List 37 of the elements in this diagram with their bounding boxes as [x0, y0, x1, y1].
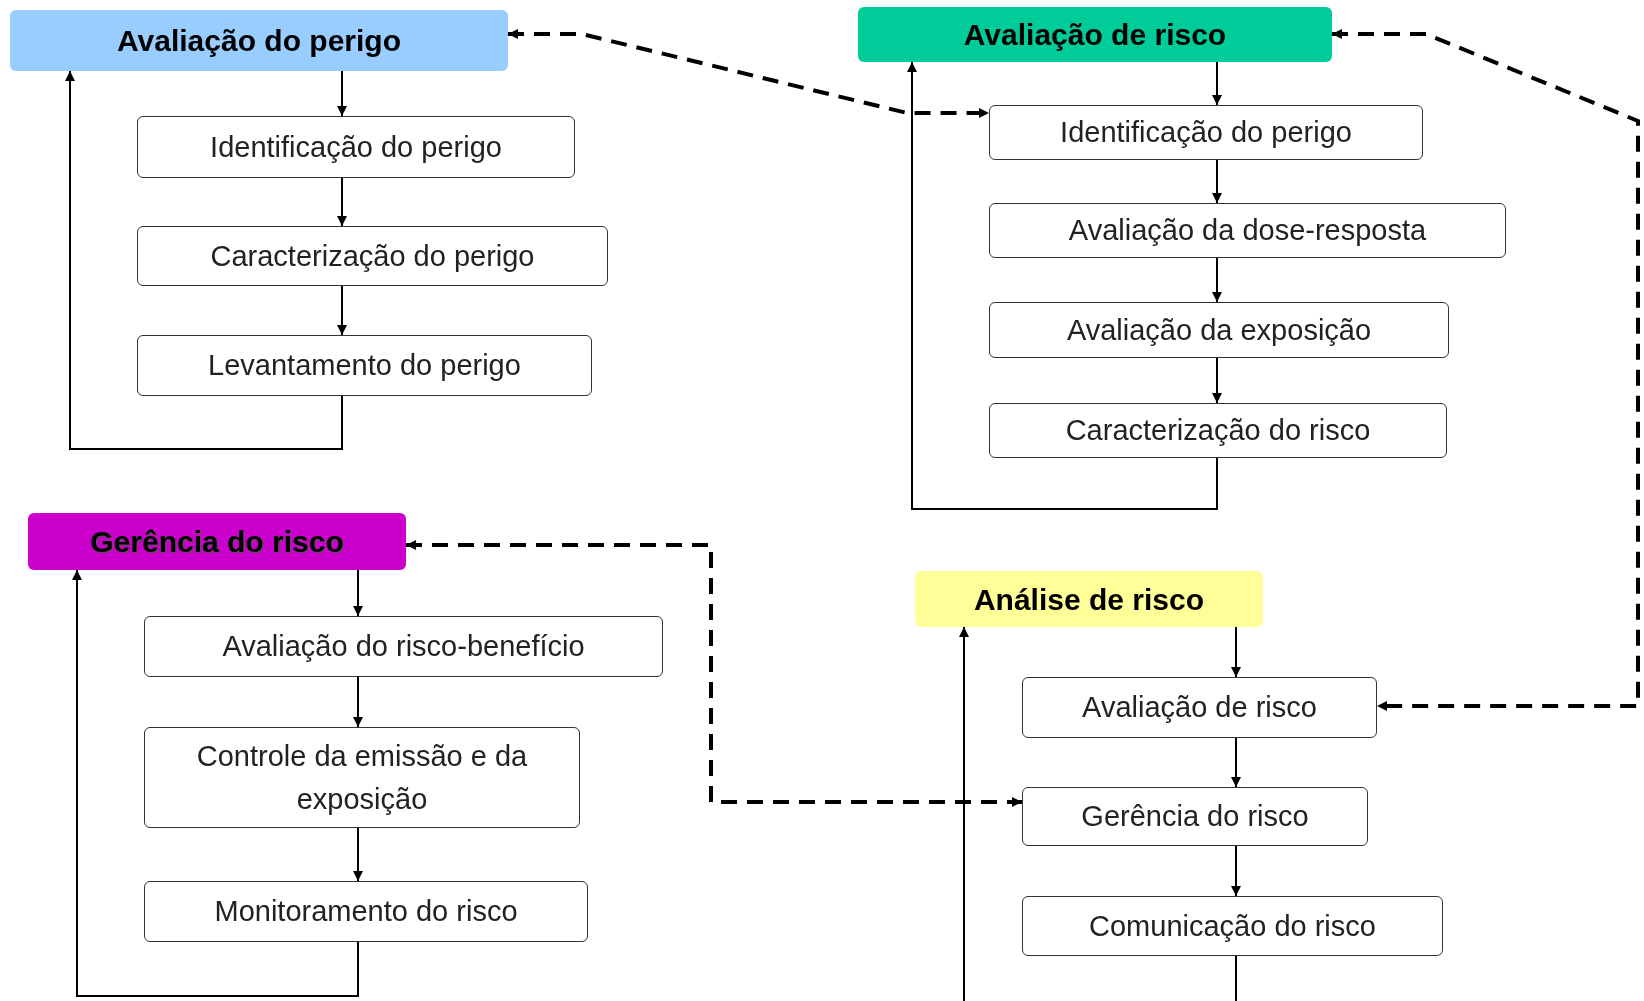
arrow	[1231, 737, 1241, 788]
step-box: Avaliação da dose-resposta	[989, 203, 1506, 258]
arrow	[72, 569, 359, 997]
step-box: Caracterização do perigo	[137, 226, 608, 286]
step-box: Controle da emissão e da exposição	[144, 727, 580, 828]
step-box: Caracterização do risco	[989, 403, 1447, 458]
arrow	[65, 70, 343, 450]
step-box: Monitoramento do risco	[144, 881, 588, 942]
step-box: Identificação do perigo	[989, 105, 1423, 160]
section-header: Gerência do risco	[28, 513, 406, 570]
section-header: Análise de risco	[915, 571, 1263, 627]
dashed-arrow	[508, 29, 989, 118]
dashed-arrow	[406, 540, 1022, 807]
arrow	[907, 61, 1218, 510]
arrow	[959, 626, 1237, 1001]
arrow	[1212, 61, 1222, 106]
arrow	[1231, 845, 1241, 897]
arrow	[1231, 626, 1241, 678]
arrow	[1212, 357, 1222, 404]
arrow	[353, 676, 363, 728]
arrow	[1212, 159, 1222, 204]
arrow	[353, 827, 363, 882]
step-box: Comunicação do risco	[1022, 896, 1443, 956]
step-box: Avaliação de risco	[1022, 677, 1377, 738]
step-box: Identificação do perigo	[137, 116, 575, 178]
step-box: Levantamento do perigo	[137, 335, 592, 396]
dashed-arrow	[1332, 29, 1640, 711]
arrow	[337, 70, 347, 117]
step-box: Avaliação do risco-benefício	[144, 616, 663, 677]
section-header: Avaliação de risco	[858, 7, 1332, 62]
step-box: Avaliação da exposição	[989, 302, 1449, 358]
arrow	[353, 569, 363, 617]
arrow	[1212, 257, 1222, 303]
arrow	[337, 285, 347, 336]
step-box: Gerência do risco	[1022, 787, 1368, 846]
section-header: Avaliação do perigo	[10, 10, 508, 71]
arrow	[337, 177, 347, 227]
